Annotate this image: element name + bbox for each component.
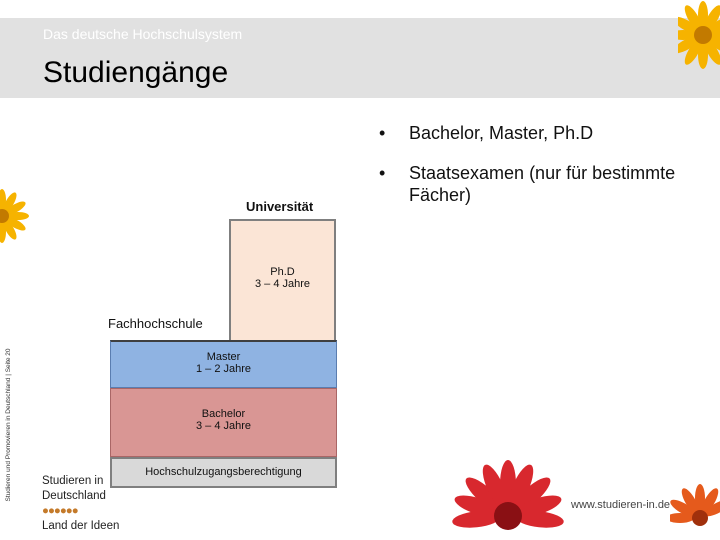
logo-line: Studieren in	[42, 475, 104, 487]
bullet-item: • Staatsexamen (nur für bestimmte Fächer…	[373, 162, 693, 206]
bullet-dot: •	[379, 123, 386, 143]
bullet-text: Bachelor, Master, Ph.D	[409, 123, 594, 143]
logo-line: Land der Ideen	[42, 520, 120, 532]
flower-bottom-right-icon	[670, 484, 720, 526]
fachhochschule-label: Fachhochschule	[108, 316, 203, 331]
flower-top-right-icon	[678, 1, 720, 69]
logo: Studieren in Deutschland ●●●●●● Land der…	[42, 474, 119, 534]
universitaet-label: Universität	[246, 199, 314, 214]
master-block: Master 1 – 2 Jahre	[110, 340, 337, 388]
logo-line: Deutschland	[42, 490, 106, 502]
master-duration: 1 – 2 Jahre	[195, 363, 252, 375]
master-title: Master	[206, 351, 241, 363]
bullet-item: • Bachelor, Master, Ph.D	[373, 122, 693, 144]
page-title: Studiengänge	[43, 56, 229, 89]
vertical-footer-text: Studieren und Promovieren in Deutschland…	[5, 348, 12, 502]
bachelor-title: Bachelor	[201, 408, 246, 420]
phd-title: Ph.D	[270, 266, 295, 278]
section-subtitle: Das deutsche Hochschulsystem	[43, 26, 243, 42]
flower-left-icon	[0, 189, 29, 243]
hzb-label: Hochschulzugangsberechtigung	[145, 466, 302, 478]
flower-bottom-red-icon	[452, 460, 564, 530]
phd-duration: 3 – 4 Jahre	[254, 278, 311, 290]
logo-dots-icon: ●●●●●●	[42, 505, 79, 517]
hzb-block: Hochschulzugangsberechtigung	[110, 457, 337, 488]
phd-block: Ph.D 3 – 4 Jahre	[229, 219, 336, 343]
header-band	[0, 18, 720, 98]
bachelor-duration: 3 – 4 Jahre	[195, 420, 252, 432]
website-url: www.studieren-in.de	[571, 499, 671, 511]
bachelor-block: Bachelor 3 – 4 Jahre	[110, 388, 337, 457]
bullet-list: • Bachelor, Master, Ph.D • Staatsexamen …	[373, 122, 693, 224]
bullet-dot: •	[379, 163, 386, 183]
bullet-text: Staatsexamen (nur für bestimmte Fächer)	[409, 163, 676, 205]
